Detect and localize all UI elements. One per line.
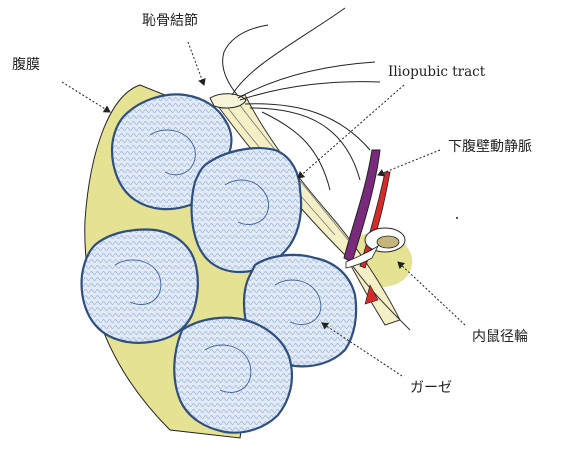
label-iliopubic-tract: Iliopubic tract bbox=[388, 66, 485, 80]
label-internal-ring: 内鼠径輪 bbox=[472, 330, 528, 344]
leader-pubic-tubercle bbox=[188, 42, 204, 85]
leader-peritoneum bbox=[62, 82, 110, 112]
gauze-piece-3 bbox=[82, 230, 198, 343]
leader-epigastric bbox=[378, 150, 440, 175]
label-gauze: ガーゼ bbox=[410, 381, 452, 395]
gauze-pieces bbox=[82, 94, 357, 432]
label-inferior-epigastric: 下腹壁動静脈 bbox=[448, 140, 532, 154]
label-peritoneum: 腹膜 bbox=[12, 58, 40, 72]
gauze-piece-5 bbox=[174, 318, 292, 433]
label-pubic-tubercle: 恥骨結節 bbox=[142, 14, 198, 28]
gauze-piece-2 bbox=[192, 148, 302, 272]
